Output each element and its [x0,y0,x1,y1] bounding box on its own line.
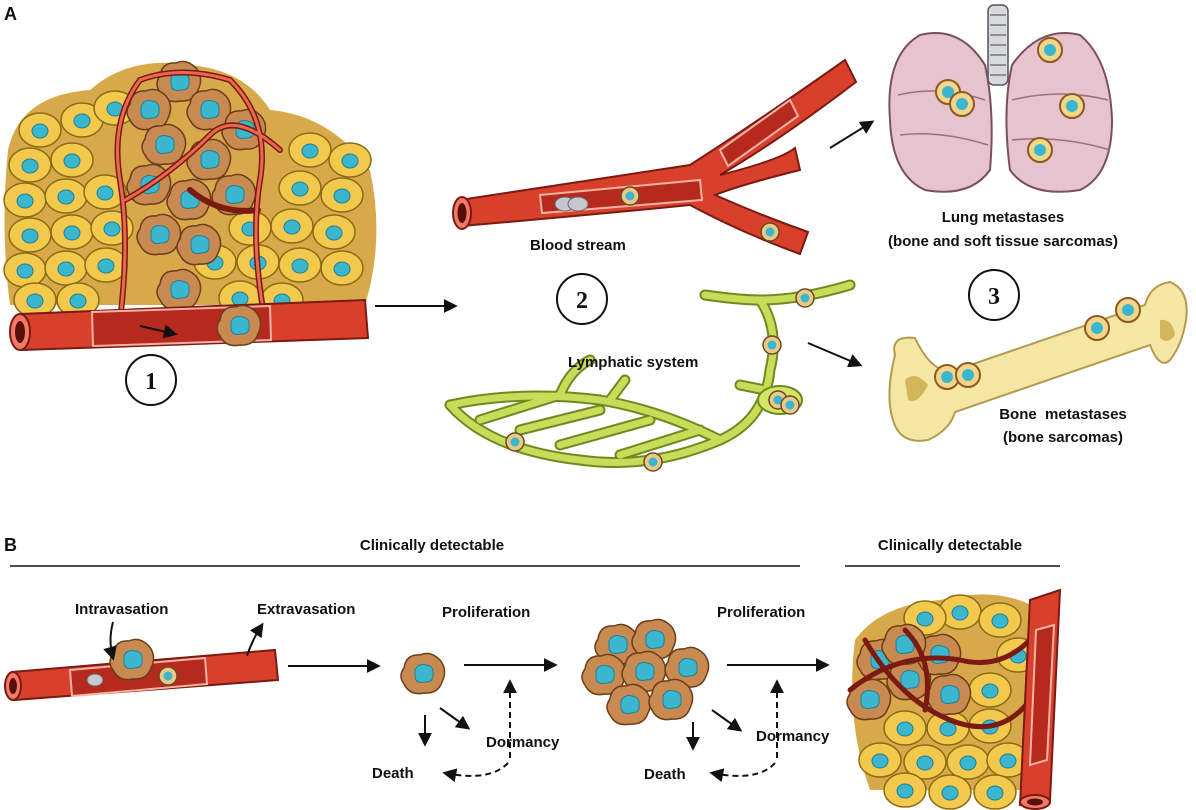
detectable-metastatic-tumor [846,588,1062,810]
intravasation-arrow [103,621,117,661]
primary-blood-vessel [9,298,370,352]
dormancy-arrow-1 [439,707,471,730]
arrow-to-bone [807,342,863,368]
extravasation-arrow [246,622,264,657]
lung-illustration [888,4,1114,193]
blood-stream-vessel [452,58,858,256]
panel-a-label: A [4,4,17,24]
lung-metastases-title: Lung metastases [942,209,1065,226]
bone-illustration [888,280,1188,442]
single-tumor-cell [400,652,446,695]
dormancy-death-arrow-1 [442,762,509,783]
death-label-1: Death [372,765,414,782]
proliferation-label-1: Proliferation [442,604,530,621]
death-label-2: Death [644,766,686,783]
dormancy-death-arrow-2 [709,762,776,783]
svg-text:2: 2 [576,288,588,314]
intravasation-vessel [4,638,280,702]
lung-metastases-subtitle: (bone and soft tissue sarcomas) [888,233,1118,250]
panel-b-label: B [4,535,17,555]
step-2-badge: 2 [556,273,608,325]
dormancy-label-2: Dormancy [756,728,830,745]
proliferation-label-2: Proliferation [717,604,805,621]
arrow-to-lung [829,120,875,149]
step-3-badge: 3 [968,269,1020,321]
svg-text:1: 1 [145,369,157,395]
bone-metastases-subtitle: (bone sarcomas) [1003,429,1123,446]
bone-metastases-title: Bone metastases [999,406,1127,423]
extravasation-label: Extravasation [257,601,355,618]
dormancy-arrow-2 [711,709,743,732]
intravasation-label: Intravasation [75,601,168,618]
clinically-detectable-label-right: Clinically detectable [878,537,1022,554]
dormancy-label-1: Dormancy [486,734,560,751]
lymphatic-system-label: Lymphatic system [568,354,698,371]
blood-stream-label: Blood stream [530,237,626,254]
tumor-cell-cluster [581,618,710,726]
clinically-detectable-label-left: Clinically detectable [360,537,504,554]
svg-text:3: 3 [988,284,1000,310]
step-1-badge: 1 [125,354,177,406]
primary-tumor [3,60,377,323]
